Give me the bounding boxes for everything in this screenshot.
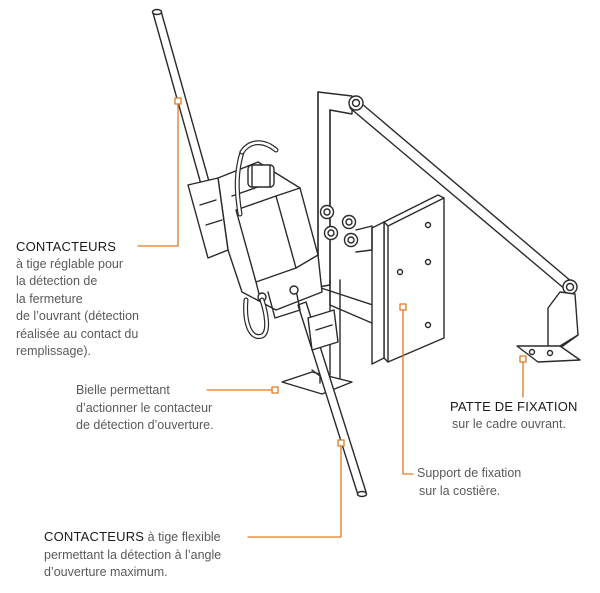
label-contacteurs-top-line: remplissage). [16, 344, 92, 358]
marker-support [399, 303, 407, 311]
label-contacteurs-bottom-suffix: à tige flexible [144, 530, 221, 544]
label-contacteurs-top-line: la détection de [16, 274, 98, 288]
label-support-line: Support de fixation [417, 466, 522, 480]
label-contacteurs-top-line: la fermeture [16, 291, 83, 306]
marker-contacteurs-bottom [337, 439, 345, 447]
switch-body [187, 161, 323, 319]
marker-patte [519, 355, 527, 363]
label-contacteurs-top-line: à tige réglable pour [16, 256, 124, 271]
cable-loop [234, 140, 279, 339]
label-contacteurs-bottom-line: d’ouverture maximum. [44, 565, 168, 579]
label-contacteurs-bottom: CONTACTEURS à tige flexible permettant l… [44, 528, 221, 582]
label-contacteurs-bottom-title: CONTACTEURS [44, 529, 145, 544]
label-bielle-line: Bielle permettant [76, 383, 170, 397]
label-patte-sub: sur le cadre ouvrant. [452, 416, 566, 431]
label-support-line: sur la costière. [419, 483, 501, 498]
label-contacteurs-bottom-head: CONTACTEURS à tige flexible [44, 528, 221, 547]
label-contacteurs-top: CONTACTEURS à tige réglable pour la déte… [16, 238, 139, 361]
leader-contacteurs-top [137, 103, 179, 247]
label-bielle: Bielle permettant d’actionner le contact… [76, 382, 214, 435]
label-bielle-line: de détection d’ouverture. [76, 418, 214, 432]
marker-bielle [271, 386, 279, 394]
label-support-de-fixation: Support de fixation sur la costière. [417, 465, 521, 500]
support-plate [371, 194, 445, 365]
marker-contacteurs-top [174, 97, 182, 105]
fasteners [319, 204, 373, 253]
label-contacteurs-top-line: de l’ouvrant (détection [16, 309, 139, 323]
bielle-foot [281, 279, 353, 395]
callout-leaders [137, 97, 527, 538]
label-patte-title: PATTE DE FIXATION [450, 399, 578, 414]
label-contacteurs-bottom-line: permettant la détection à l’angle [44, 547, 222, 562]
lower-bracket [307, 309, 339, 351]
label-contacteurs-top-title: CONTACTEURS [16, 239, 117, 254]
patte-de-fixation [516, 291, 581, 363]
leader-contacteurs-bottom [247, 445, 342, 538]
label-patte-de-fixation: PATTE DE FIXATION sur le cadre ouvrant. [450, 398, 578, 433]
label-contacteurs-top-line: réalisée au contact du [16, 326, 139, 341]
label-bielle-line: d’actionner le contacteur [76, 400, 213, 415]
leader-support [402, 309, 414, 475]
